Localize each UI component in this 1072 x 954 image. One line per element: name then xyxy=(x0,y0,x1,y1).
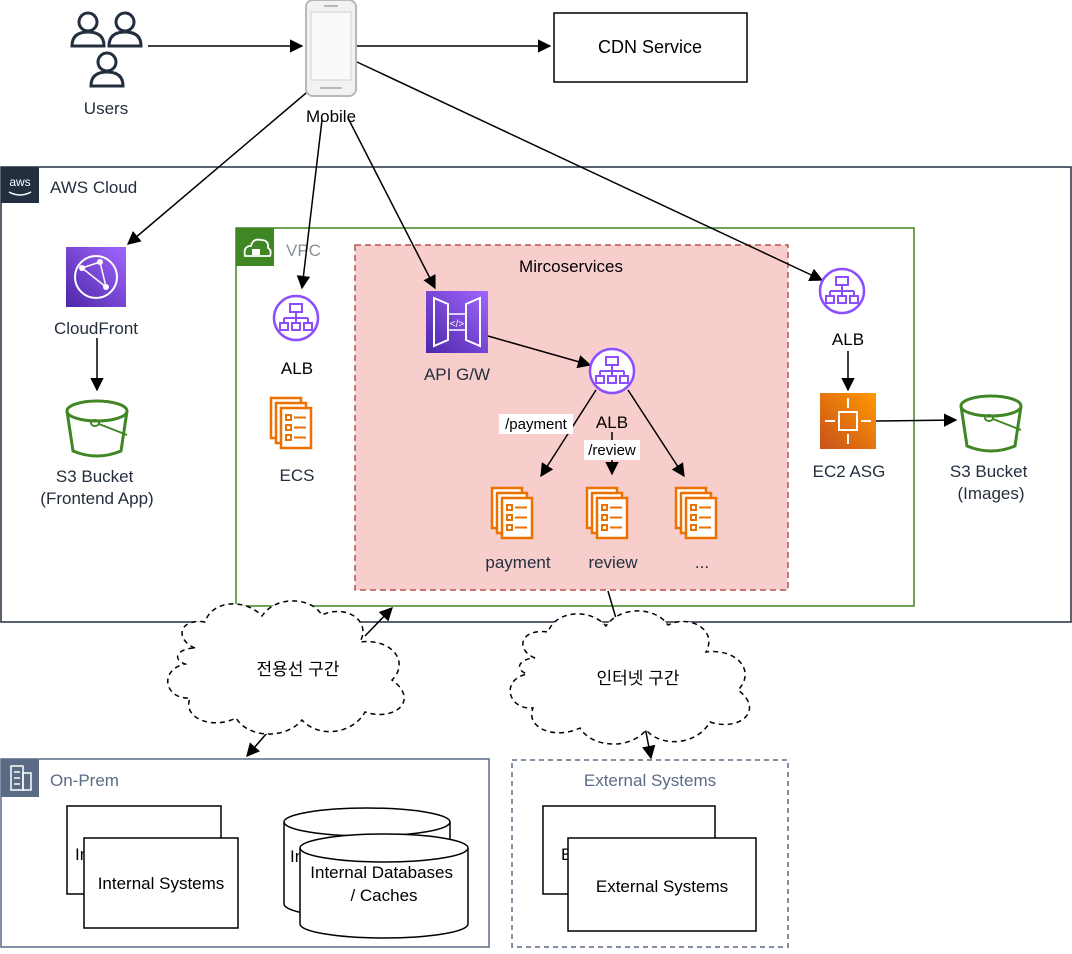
s3-bucket-icon xyxy=(959,394,1023,453)
users-label: Users xyxy=(84,99,128,118)
ecs-label: ECS xyxy=(280,466,315,485)
alb-right-label: ALB xyxy=(832,330,864,349)
microservices-label: Mircoservices xyxy=(519,257,623,276)
on-prem-label: On-Prem xyxy=(50,771,119,790)
edge-mobile-alb-right xyxy=(356,61,824,281)
external-systems-stack: E External Systems xyxy=(542,805,757,932)
svg-text:</>: </> xyxy=(450,319,465,330)
review-label: review xyxy=(588,553,638,572)
ecs-icon xyxy=(674,486,718,540)
edge-alb-more xyxy=(627,389,685,478)
on-prem-group xyxy=(0,758,490,948)
alb-micro-label: ALB xyxy=(596,413,628,432)
edge-mobile-alb-left xyxy=(296,119,323,290)
edge-mobile-apigw xyxy=(347,117,436,290)
mobile-phone-icon xyxy=(305,0,357,97)
svg-text:/payment: /payment xyxy=(505,416,568,433)
review-route-label: /review xyxy=(584,440,640,460)
ecs-icon xyxy=(585,486,629,540)
svg-text:E: E xyxy=(561,845,572,864)
mobile-label: Mobile xyxy=(306,107,356,126)
svg-text:인터넷 구간: 인터넷 구간 xyxy=(597,669,680,688)
s3-bucket-icon xyxy=(65,399,129,458)
external-systems-label: External Systems xyxy=(584,771,716,790)
edge-mobile-cloudfront xyxy=(126,87,313,245)
cloudfront-icon xyxy=(66,247,126,307)
external-systems-group xyxy=(511,759,789,948)
vpc-label: VPC xyxy=(286,241,321,260)
svg-text:Internal Databases / Cac: Internal Databases / Caches xyxy=(310,863,457,905)
api-gw-label: API G/W xyxy=(424,365,490,384)
cdn-service-label: CDN Service xyxy=(598,37,702,57)
leased-line-cloud: 전용선 구간 xyxy=(167,600,405,735)
cloudfront-label: CloudFront xyxy=(54,319,138,338)
s3-frontend-label: S3 Bucket (Frontend App) xyxy=(40,467,153,508)
payment-label: payment xyxy=(485,553,550,572)
ec2-asg-icon xyxy=(820,393,876,449)
api-gateway-icon: </> xyxy=(426,291,488,353)
edge-apigw-alb xyxy=(487,335,592,369)
aws-logo-icon: aws xyxy=(1,167,39,203)
vpc-group xyxy=(235,227,915,607)
s3-images-label: S3 Bucket (Images) xyxy=(950,462,1032,503)
internal-databases-stack: In Internal Databases / Caches xyxy=(283,807,469,939)
aws-cloud-group xyxy=(0,166,1072,623)
alb-icon xyxy=(272,294,320,342)
alb-icon xyxy=(588,347,636,395)
cdn-service-box xyxy=(553,12,748,83)
svg-text:전용선 구간: 전용선 구간 xyxy=(257,660,340,679)
edge-ec2-s3 xyxy=(875,413,958,427)
svg-text:Internal Systems: Internal Systems xyxy=(98,874,225,893)
ec2-asg-label: EC2 ASG xyxy=(813,462,886,481)
svg-text:/review: /review xyxy=(588,442,636,459)
payment-route-label: /payment xyxy=(499,414,573,434)
more-services-label: ... xyxy=(695,553,709,572)
alb-icon xyxy=(818,267,866,315)
ecs-icon xyxy=(269,396,313,450)
svg-text:External Systems: External Systems xyxy=(596,877,728,896)
edge-leased-vpc xyxy=(364,607,393,637)
building-icon xyxy=(1,759,39,797)
alb-left-label: ALB xyxy=(281,359,313,378)
ecs-icon xyxy=(490,486,534,540)
users-icon xyxy=(70,11,143,88)
internet-cloud: 인터넷 구간 xyxy=(509,610,751,745)
svg-text:aws: aws xyxy=(9,175,30,189)
aws-cloud-label: AWS Cloud xyxy=(50,178,137,197)
vpc-lock-icon xyxy=(236,228,274,266)
internal-systems-stack: In Internal Systems xyxy=(66,805,239,929)
